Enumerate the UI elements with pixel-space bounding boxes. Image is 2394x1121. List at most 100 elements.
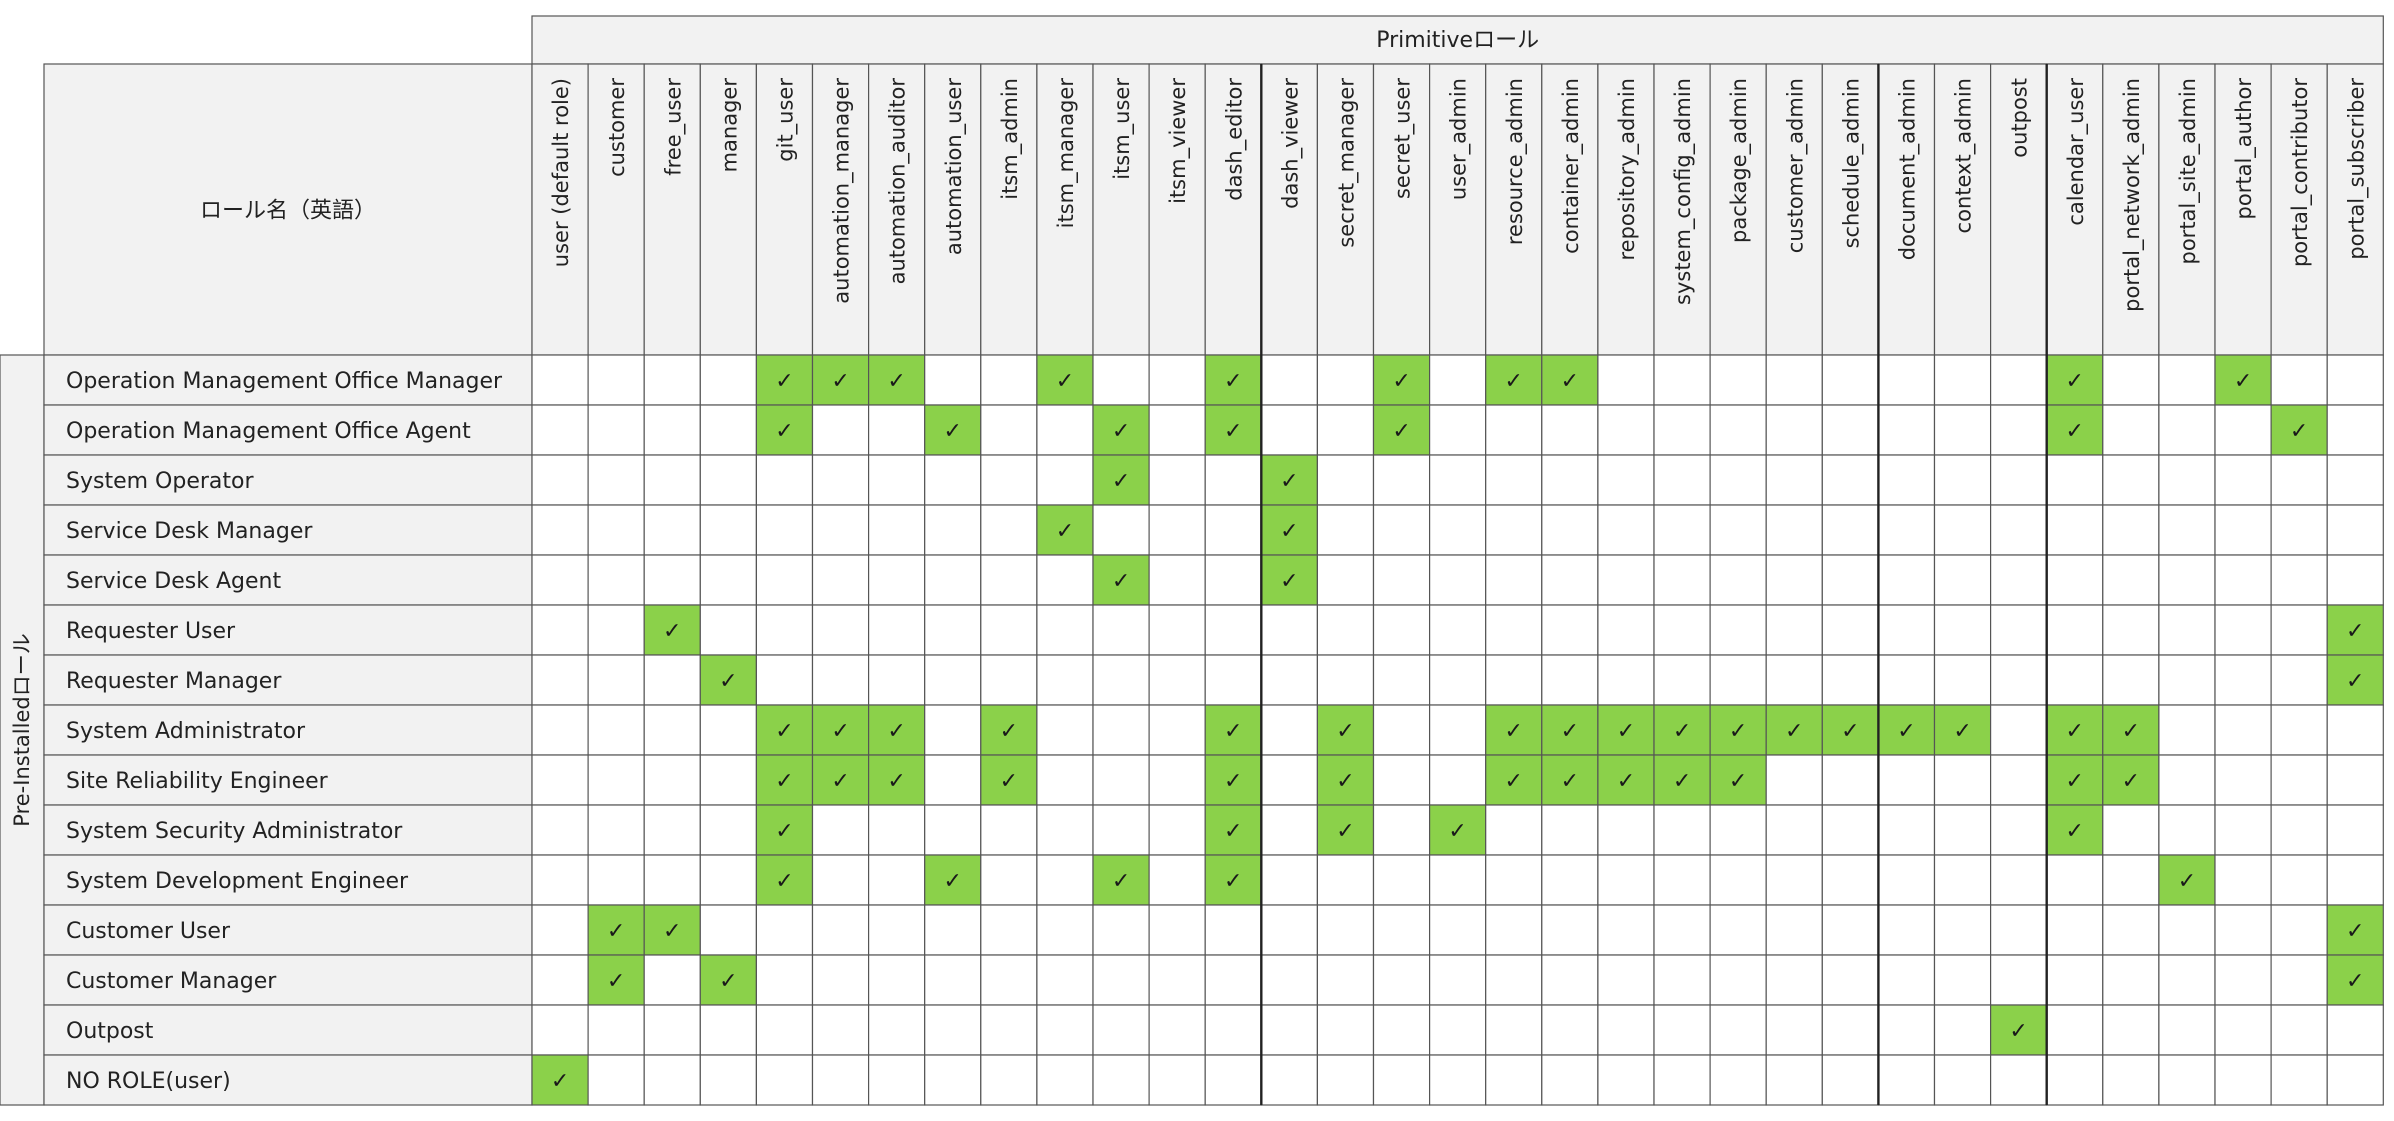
checked-cell	[755, 754, 814, 806]
role-name: Operation Management Office Agent	[66, 419, 471, 444]
empty-cell	[1821, 604, 1880, 656]
column-header-label: portal_contributor	[2288, 78, 2313, 267]
empty-cell	[1092, 604, 1150, 656]
check-icon: ✓	[775, 369, 793, 394]
empty-cell	[531, 454, 589, 506]
column-header-label: document_admin	[1895, 78, 1920, 260]
role-name-cell	[43, 404, 533, 456]
empty-cell	[1709, 454, 1767, 506]
empty-cell	[2102, 804, 2160, 856]
empty-cell	[980, 1004, 1038, 1056]
empty-cell	[2214, 504, 2272, 556]
column-header	[1428, 63, 1487, 356]
table-row: Requester User✓✓	[43, 604, 2384, 656]
empty-cell	[1260, 604, 1319, 656]
empty-cell	[1709, 404, 1767, 456]
empty-cell	[1372, 554, 1431, 606]
empty-cell	[2270, 854, 2328, 906]
column-header	[1036, 63, 1094, 356]
empty-cell	[1316, 354, 1375, 406]
column-header-label: outpost	[2008, 78, 2032, 158]
empty-cell	[531, 804, 589, 856]
check-icon: ✓	[1841, 719, 1859, 744]
table-row: System Operator✓✓	[43, 454, 2384, 506]
empty-cell	[867, 1004, 926, 1056]
empty-cell	[924, 554, 982, 606]
primitive-group-header	[531, 15, 2384, 65]
check-icon: ✓	[775, 769, 793, 794]
empty-cell	[2270, 704, 2328, 756]
role-name: Requester User	[66, 619, 236, 644]
empty-cell	[867, 454, 926, 506]
empty-cell	[1877, 354, 1936, 406]
column-header	[1877, 63, 1936, 356]
empty-cell	[1260, 404, 1319, 456]
empty-cell	[924, 1004, 982, 1056]
role-name: NO ROLE(user)	[66, 1069, 231, 1094]
check-icon: ✓	[1392, 419, 1410, 444]
empty-cell	[1877, 804, 1936, 856]
empty-cell	[2158, 1004, 2216, 1056]
checked-cell	[643, 904, 701, 956]
empty-cell	[1260, 754, 1319, 806]
empty-cell	[755, 954, 814, 1006]
empty-cell	[924, 754, 982, 806]
empty-cell	[811, 604, 870, 656]
checked-cell	[1204, 804, 1262, 856]
column-header-label: user_admin	[1447, 78, 1472, 200]
empty-cell	[2158, 654, 2216, 706]
column-header	[2102, 63, 2160, 356]
empty-cell	[1036, 904, 1094, 956]
empty-cell	[1709, 904, 1767, 956]
empty-cell	[2214, 954, 2272, 1006]
empty-cell	[1989, 454, 2048, 506]
empty-cell	[699, 854, 757, 906]
empty-cell	[1485, 554, 1543, 606]
check-icon: ✓	[1561, 719, 1579, 744]
column-header-label: portal_author	[2232, 78, 2257, 220]
empty-cell	[811, 454, 870, 506]
empty-cell	[2102, 1054, 2160, 1106]
checked-cell	[643, 604, 701, 656]
column-header	[1485, 63, 1543, 356]
empty-cell	[1485, 804, 1543, 856]
check-icon: ✓	[2346, 969, 2364, 994]
column-header-label: secret_user	[1391, 78, 1416, 199]
empty-cell	[587, 654, 645, 706]
empty-cell	[1428, 704, 1487, 756]
empty-cell	[1485, 1054, 1543, 1106]
checked-cell	[924, 854, 982, 906]
empty-cell	[1709, 854, 1767, 906]
check-icon: ✓	[607, 969, 625, 994]
empty-cell	[1148, 904, 1206, 956]
column-header-label: system_config_admin	[1671, 78, 1696, 305]
empty-cell	[1821, 904, 1880, 956]
empty-cell	[2270, 1004, 2328, 1056]
check-icon: ✓	[1561, 369, 1579, 394]
empty-cell	[1933, 504, 1992, 556]
empty-cell	[867, 604, 926, 656]
empty-cell	[1148, 704, 1206, 756]
table-row: Service Desk Manager✓✓	[43, 504, 2384, 556]
check-icon: ✓	[663, 619, 681, 644]
empty-cell	[1765, 604, 1823, 656]
empty-cell	[2270, 654, 2328, 706]
checked-cell	[1821, 704, 1880, 756]
empty-cell	[699, 704, 757, 756]
empty-cell	[1933, 454, 1992, 506]
checked-cell	[1597, 704, 1655, 756]
empty-cell	[699, 404, 757, 456]
role-name: System Development Engineer	[66, 869, 409, 894]
empty-cell	[643, 1004, 701, 1056]
empty-cell	[755, 554, 814, 606]
table-row: Operation Management Office Agent✓✓✓✓✓✓✓	[43, 404, 2384, 456]
empty-cell	[2270, 504, 2328, 556]
empty-cell	[587, 804, 645, 856]
empty-cell	[867, 1054, 926, 1106]
check-icon: ✓	[2009, 1019, 2027, 1044]
empty-cell	[811, 904, 870, 956]
column-header	[1597, 63, 1655, 356]
empty-cell	[755, 654, 814, 706]
checked-cell	[1092, 554, 1150, 606]
empty-cell	[1148, 1004, 1206, 1056]
